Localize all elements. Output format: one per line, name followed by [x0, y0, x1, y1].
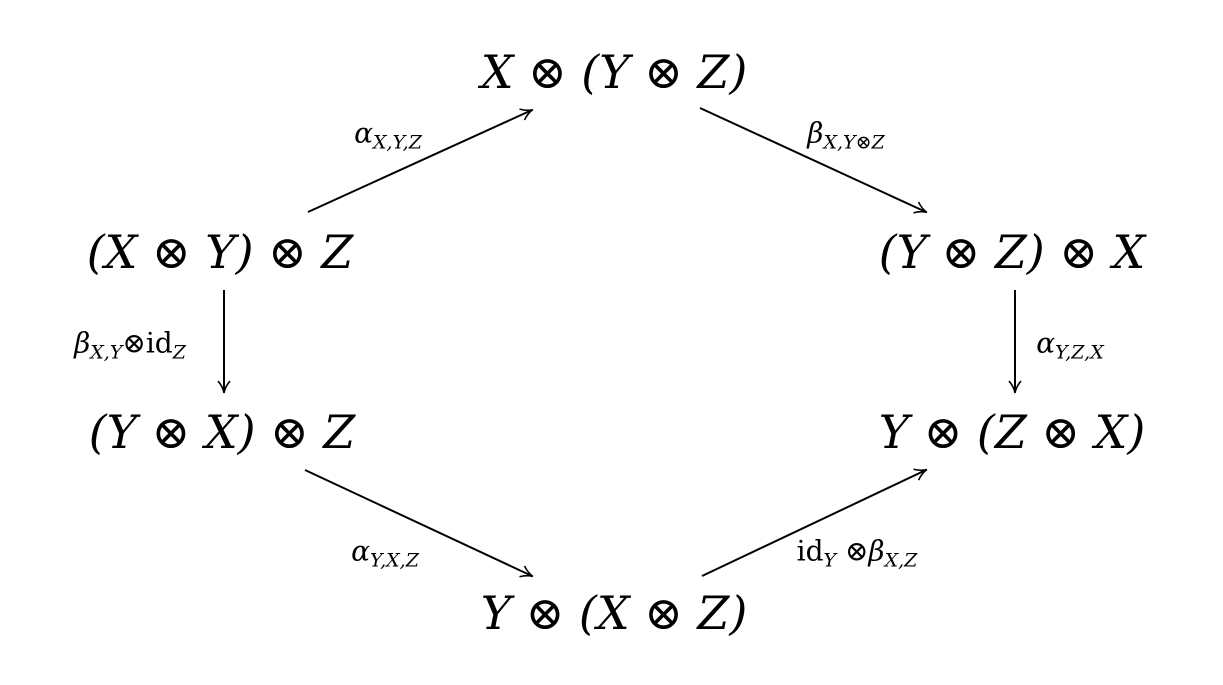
label-id: id	[796, 534, 824, 568]
node-right-upper: (Y ⊗ Z) ⊗ X	[878, 225, 1146, 279]
label-alpha-xyz: αX,Y,Z	[354, 117, 422, 154]
label-subscript: Y,Z,X	[1055, 341, 1104, 364]
label-beta-x-yz: βX,Y⊗Z	[807, 117, 884, 154]
label-alpha-yzx: αY,Z,X	[1036, 327, 1104, 364]
node-left-lower: (Y ⊗ X) ⊗ Z	[88, 405, 356, 459]
label-symbol: β	[74, 326, 91, 360]
label-subscript: X,Y,Z	[373, 131, 422, 154]
label-subscript: Z	[172, 341, 186, 364]
label-subscript: X,Y	[90, 341, 123, 364]
label-symbol: β	[807, 116, 824, 150]
arrow-id-beta-xz	[701, 468, 928, 577]
label-subscript: Y	[823, 549, 837, 572]
label-subscript: Y,X,Z	[370, 549, 419, 572]
label-symbol: α	[351, 534, 371, 568]
label-tensor-id: ⊗id	[122, 326, 173, 360]
arrow-alpha-yxz	[304, 469, 534, 578]
node-bottom: Y ⊗ (X ⊗ Z)	[480, 586, 748, 640]
label-subscript: X,Z	[884, 549, 918, 572]
node-right-lower: Y ⊗ (Z ⊗ X)	[878, 405, 1146, 459]
label-symbol: α	[354, 116, 374, 150]
label-beta-xy-id: βX,Y⊗idZ	[74, 327, 186, 364]
label-id-beta-xz: idY ⊗βX,Z	[797, 535, 918, 572]
arrow-alpha-xyz	[307, 108, 534, 213]
arrow-beta-x-yz	[699, 107, 928, 214]
label-symbol: β	[868, 534, 885, 568]
label-alpha-yxz: αY,X,Z	[351, 535, 419, 572]
label-tensor: ⊗	[836, 534, 869, 568]
node-left-upper: (X ⊗ Y) ⊗ Z	[86, 225, 354, 279]
label-symbol: α	[1036, 326, 1056, 360]
label-subscript: X,Y⊗Z	[823, 131, 885, 154]
node-top: X ⊗ (Y ⊗ Z)	[480, 45, 748, 99]
